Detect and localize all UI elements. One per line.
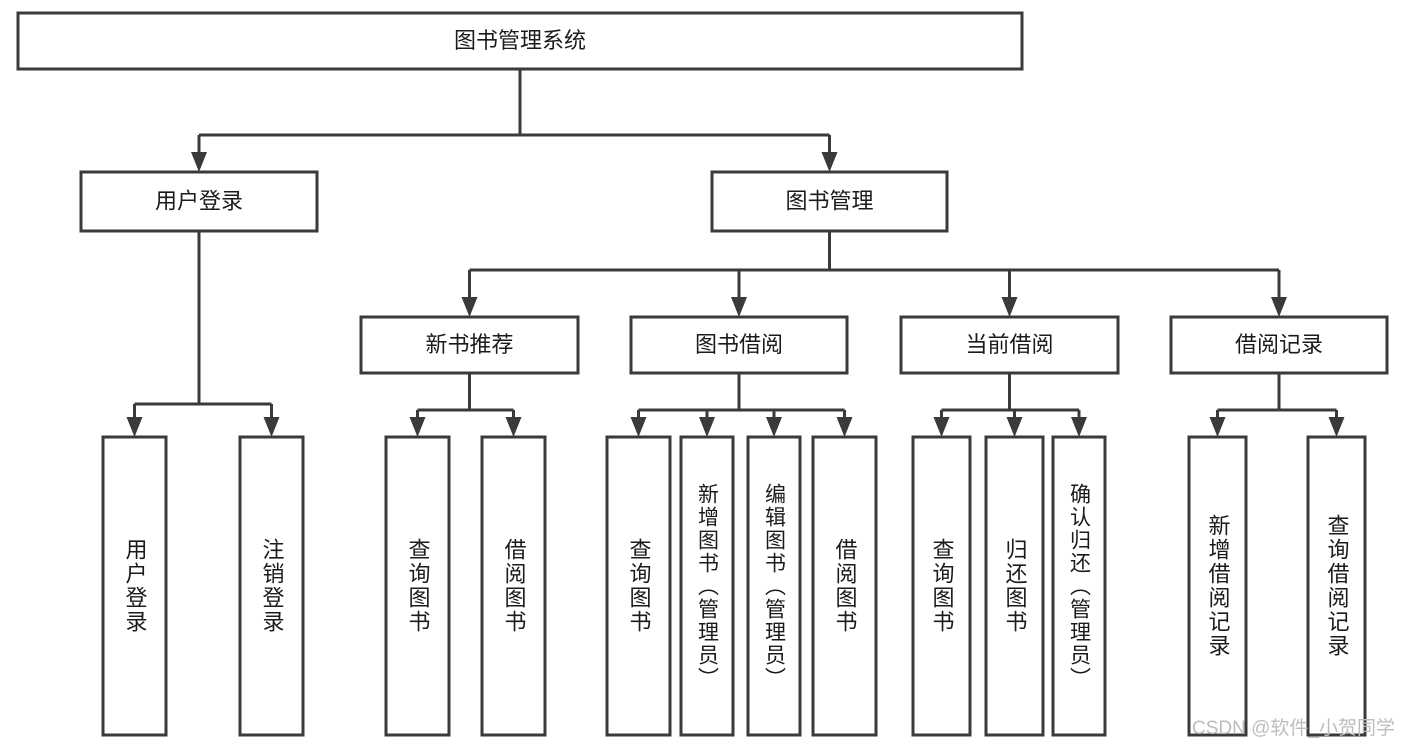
node-root-图书管理系统[interactable]	[16, 11, 1024, 71]
arrowhead-leaf-1	[263, 417, 280, 437]
arrowhead-level3-3	[1271, 297, 1287, 317]
arrowhead-level3-0	[461, 297, 478, 317]
arrowhead-level2-0	[191, 152, 207, 172]
node-label-root: 图书管理系统	[454, 28, 586, 53]
arrowhead-leaf-3	[505, 417, 522, 437]
node-label-图书借阅: 图书借阅	[695, 332, 783, 357]
node-label-借阅记录: 借阅记录	[1235, 332, 1323, 357]
leaf-node-新增图书管理员[interactable]	[679, 435, 735, 737]
node-图书借阅[interactable]	[629, 315, 849, 375]
leaf-node-借阅图书[interactable]	[480, 435, 547, 737]
arrowhead-leaf-10	[1071, 417, 1087, 437]
leaf-node-查询图书[interactable]	[384, 435, 451, 737]
node-用户登录[interactable]	[79, 170, 319, 233]
boxes-layer	[16, 11, 1389, 737]
node-label-当前借阅: 当前借阅	[965, 332, 1053, 357]
arrowhead-level2-1	[821, 152, 838, 172]
leaf-node-归还图书[interactable]	[984, 435, 1045, 737]
arrowhead-level3-2	[1001, 297, 1018, 317]
arrowhead-leaf-2	[409, 417, 426, 437]
leaf-node-编辑图书管理员[interactable]	[746, 435, 802, 737]
arrowhead-leaf-12	[1328, 417, 1345, 437]
arrowhead-leaf-0	[126, 417, 143, 437]
leaf-node-借阅图书[interactable]	[811, 435, 878, 737]
arrowhead-leaf-11	[1209, 417, 1226, 437]
arrowhead-leaf-7	[836, 417, 853, 437]
arrowhead-leaf-9	[1006, 417, 1023, 437]
leaf-node-新增借阅记录[interactable]	[1187, 435, 1248, 737]
arrowhead-leaf-5	[699, 417, 715, 437]
leaf-node-用户登录[interactable]	[101, 435, 168, 737]
leaf-node-查询图书[interactable]	[605, 435, 672, 737]
leaf-node-注销登录[interactable]	[238, 435, 305, 737]
node-图书管理[interactable]	[710, 170, 949, 233]
arrowhead-leaf-6	[766, 417, 782, 437]
node-label-用户登录: 用户登录	[155, 188, 243, 213]
node-label-图书管理: 图书管理	[785, 188, 873, 213]
node-当前借阅[interactable]	[899, 315, 1120, 375]
node-label-新书推荐: 新书推荐	[425, 332, 513, 357]
csdn-watermark: CSDN @软件_小贺同学	[1192, 718, 1395, 739]
arrowhead-leaf-4	[630, 417, 647, 437]
node-借阅记录[interactable]	[1169, 315, 1389, 375]
leaf-node-查询图书[interactable]	[911, 435, 972, 737]
connectors-layer	[126, 69, 1345, 437]
node-新书推荐[interactable]	[359, 315, 580, 375]
arrowhead-leaf-8	[933, 417, 950, 437]
arrowhead-level3-1	[731, 297, 747, 317]
leaf-node-查询借阅记录[interactable]	[1306, 435, 1367, 737]
leaf-node-确认归还管理员[interactable]	[1051, 435, 1107, 737]
